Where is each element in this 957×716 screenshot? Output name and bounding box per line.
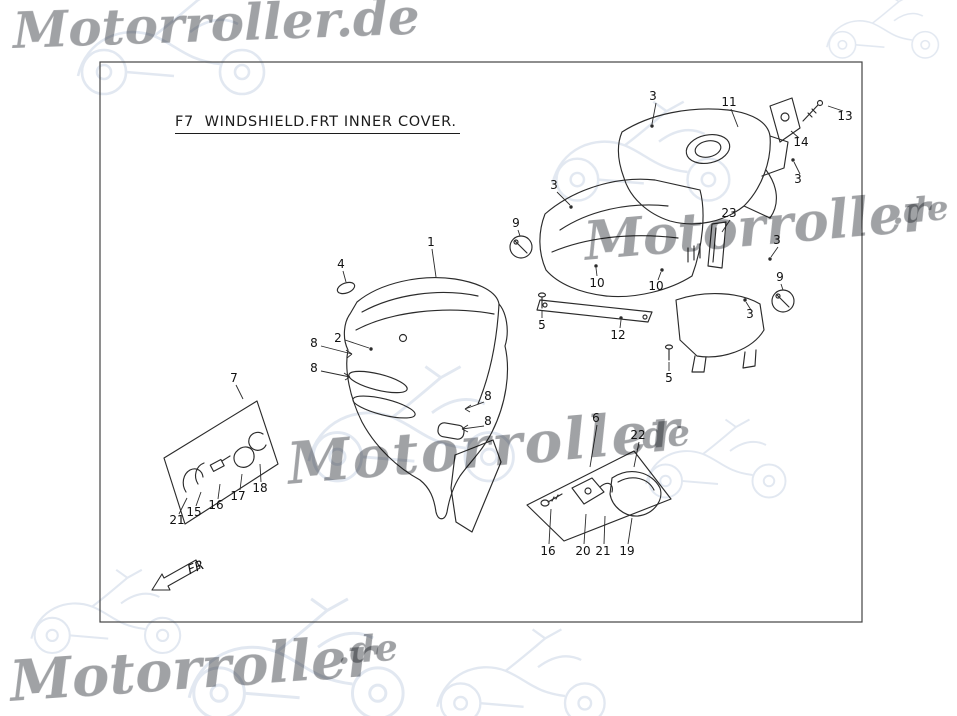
part-callout: 19 xyxy=(619,544,635,558)
part-callout: 18 xyxy=(252,481,268,495)
scooter-sketch-icon xyxy=(826,0,940,59)
inner-cover-upper-drawing xyxy=(617,108,789,225)
diagram-frame xyxy=(99,61,863,623)
part-callout: 8 xyxy=(310,361,318,375)
part-callout: 5 xyxy=(665,371,673,385)
part-callout: 10 xyxy=(648,279,664,293)
screw-drawing xyxy=(537,292,674,361)
part-callout: 10 xyxy=(589,276,605,290)
diagram-title: F7 WINDSHIELD.FRT INNER COVER. xyxy=(175,114,460,134)
watermark-top-left: Motorroller.de xyxy=(11,0,421,60)
part-callout: 11 xyxy=(721,95,737,109)
part-callout: 16 xyxy=(540,544,556,558)
mount-strip-drawing xyxy=(536,299,653,323)
part-callout: 14 xyxy=(793,135,809,149)
part-callout: 4 xyxy=(337,257,345,271)
part-callout: 9 xyxy=(512,216,520,230)
part-callout: 13 xyxy=(837,109,853,123)
part-callout: 5 xyxy=(538,318,546,332)
watermark-bottom-left-suffix: .de xyxy=(335,626,400,673)
scooter-sketch-icon xyxy=(551,100,731,202)
part-callout: 8 xyxy=(484,414,492,428)
part-callout: 6 xyxy=(592,411,600,425)
sketch-watermark-group xyxy=(30,0,940,716)
leader-dots xyxy=(369,124,795,351)
part-callout: 3 xyxy=(794,172,802,186)
part-callout: 15 xyxy=(186,505,202,519)
leader-lines xyxy=(178,102,844,545)
scooter-sketch-icon xyxy=(436,628,606,716)
part-callout: 3 xyxy=(773,233,781,247)
part-callout: 7 xyxy=(230,371,238,385)
part-callout: 3 xyxy=(550,178,558,192)
part-callout: 3 xyxy=(746,307,754,321)
part-callout: 23 xyxy=(721,206,737,220)
detail-box-bottom xyxy=(526,450,672,542)
part-drawings xyxy=(163,97,824,542)
part-callout: 12 xyxy=(610,328,626,342)
part-callout: 20 xyxy=(575,544,591,558)
fr-direction-arrow xyxy=(151,559,201,591)
inner-cover-sheet-drawing xyxy=(539,178,704,298)
part-callout: 1 xyxy=(427,235,435,249)
part-callout: 22 xyxy=(630,428,646,442)
part-callout: 2 xyxy=(334,331,342,345)
part-callout: 8 xyxy=(484,389,492,403)
part-callout: 8 xyxy=(310,336,318,350)
part-callout: 21 xyxy=(169,513,185,527)
part-callout: 3 xyxy=(649,89,657,103)
detail-box-left xyxy=(163,400,279,525)
part-callout: 9 xyxy=(776,270,784,284)
side-strip-drawing xyxy=(707,221,727,269)
part-callout: 21 xyxy=(595,544,611,558)
lower-bracket-drawing xyxy=(675,293,765,373)
part-callout: 17 xyxy=(230,489,246,503)
watermark-mid-right-suffix: .de xyxy=(889,188,951,233)
front-cover-drawing xyxy=(336,277,509,533)
part-callout: 16 xyxy=(208,498,224,512)
corner-bracket-drawing xyxy=(769,97,824,143)
